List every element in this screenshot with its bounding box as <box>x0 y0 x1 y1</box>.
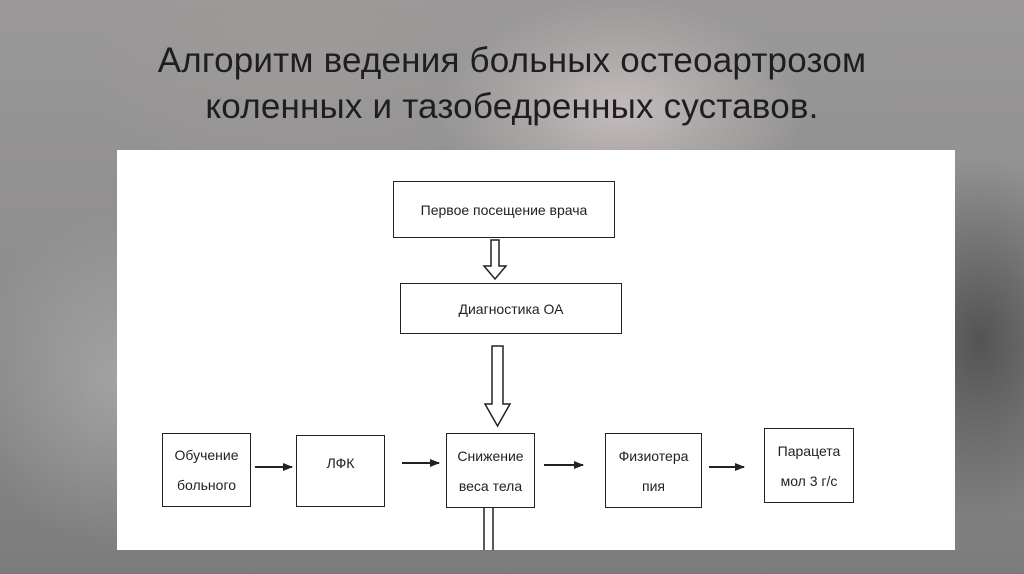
node-patient-education-label-2: больного <box>176 477 237 493</box>
node-physiotherapy: Физиотера пия <box>605 433 702 508</box>
node-weight-loss: Снижение веса тела <box>446 433 535 508</box>
node-paracetamol-label-2: мол 3 г/с <box>780 472 838 489</box>
diagram-panel: Первое посещение врача Диагностика ОА Об… <box>117 150 955 550</box>
node-patient-education: Обучение больного <box>162 433 251 507</box>
node-patient-education-label-1: Обучение <box>174 447 239 463</box>
edge-weight-continuation <box>483 508 494 550</box>
slide-title-line-2: коленных и тазобедренных суставов. <box>205 87 819 126</box>
node-first-visit: Первое посещение врача <box>393 181 615 238</box>
node-paracetamol: Парацета мол 3 г/с <box>764 428 854 503</box>
node-lfk: ЛФК <box>296 435 385 507</box>
node-lfk-label: ЛФК <box>326 455 355 471</box>
node-paracetamol-label-1: Парацета <box>777 442 841 459</box>
node-diagnostics: Диагностика ОА <box>400 283 622 334</box>
node-weight-loss-label-1: Снижение <box>457 447 524 464</box>
edge-diagnostics-to-weight <box>483 345 512 428</box>
node-diagnostics-label: Диагностика ОА <box>458 300 564 317</box>
node-weight-loss-label-2: веса тела <box>458 477 523 494</box>
edge-first-visit-to-diagnostics <box>482 239 508 281</box>
node-first-visit-label: Первое посещение врача <box>420 201 588 218</box>
slide-title-line-1: Алгоритм ведения больных остеоартрозом <box>157 41 867 80</box>
node-physiotherapy-label-2: пия <box>642 477 665 494</box>
slide-title: Алгоритм ведения больных остеоартрозом к… <box>0 38 1024 130</box>
node-physiotherapy-label-1: Физиотера <box>618 447 689 464</box>
diagram-arrows <box>255 239 745 550</box>
